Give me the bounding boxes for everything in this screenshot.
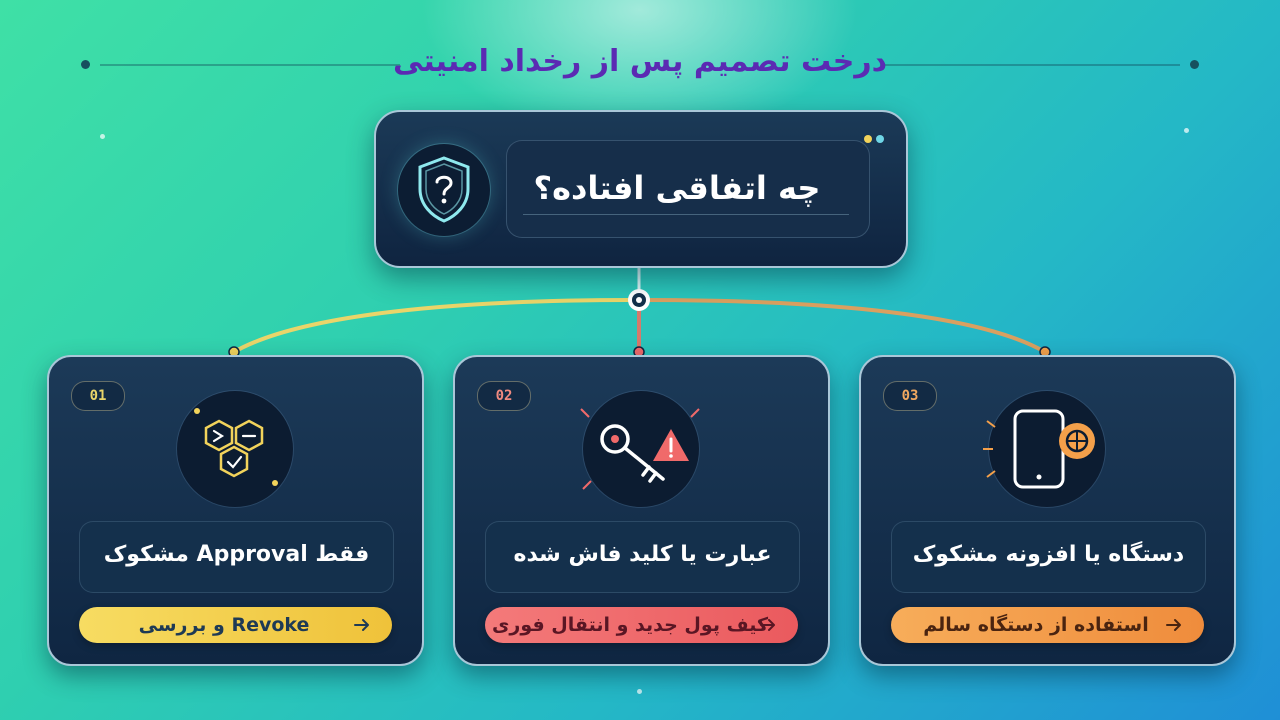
branch-card-approval: 01 فقط Approval مشکوک Revoke و بررسی [47, 355, 424, 666]
branch-line-3 [643, 298, 1047, 354]
branch-label-box: دستگاه یا افزونه مشکوک [891, 521, 1206, 593]
arrow-right-icon [1166, 619, 1181, 631]
branch-label-box: فقط Approval مشکوک [79, 521, 394, 593]
sparkle [100, 134, 105, 139]
branch-label: دستگاه یا افزونه مشکوک [912, 542, 1185, 567]
action-button-new-wallet[interactable]: کیف پول جدید و انتقال فوری [485, 607, 798, 643]
root-question-card: چه اتفاقی افتاده؟ [374, 110, 908, 268]
title-right-line [880, 64, 1180, 66]
branch-label: عبارت یا کلید فاش شده [513, 542, 772, 567]
sparkle [637, 689, 642, 694]
branch-number: 01 [71, 381, 125, 411]
shield-question-icon [398, 144, 490, 236]
action-label: Revoke و بررسی [138, 614, 310, 636]
branch-line-1 [233, 298, 635, 354]
sparkle [1184, 128, 1189, 133]
title-left-line [100, 64, 400, 66]
action-button-revoke[interactable]: Revoke و بررسی [79, 607, 392, 643]
cyan-dot [876, 135, 884, 143]
hexagon-cluster-icon [194, 408, 278, 486]
action-button-clean-device[interactable]: استفاده از دستگاه سالم [891, 607, 1204, 643]
branch-label-box: عبارت یا کلید فاش شده [485, 521, 800, 593]
divider [523, 214, 849, 215]
branch-number: 02 [477, 381, 531, 411]
root-question-box: چه اتفاقی افتاده؟ [506, 140, 870, 238]
arrow-right-icon [760, 619, 775, 631]
phone-bug-icon [983, 409, 1095, 489]
arrow-right-icon [354, 619, 369, 631]
branch-card-device: 03 دستگاه یا افزونه مشکوک استفاده از دست… [859, 355, 1236, 666]
branch-number: 03 [883, 381, 937, 411]
yellow-dot [864, 135, 872, 143]
action-label: کیف پول جدید و انتقال فوری [491, 614, 769, 636]
root-question: چه اتفاقی افتاده؟ [533, 169, 821, 207]
page-title: درخت تصمیم پس از رخداد امنیتی [392, 44, 888, 79]
branch-label: فقط Approval مشکوک [103, 542, 370, 567]
key-warning-icon [580, 408, 700, 490]
title-right-dot [1190, 60, 1199, 69]
window-dots [860, 128, 884, 147]
branch-card-leaked-key: 02 عبارت یا کلید فاش شده کیف پول جدید و … [453, 355, 830, 666]
title-left-dot [81, 60, 90, 69]
action-label: استفاده از دستگاه سالم [923, 614, 1149, 636]
